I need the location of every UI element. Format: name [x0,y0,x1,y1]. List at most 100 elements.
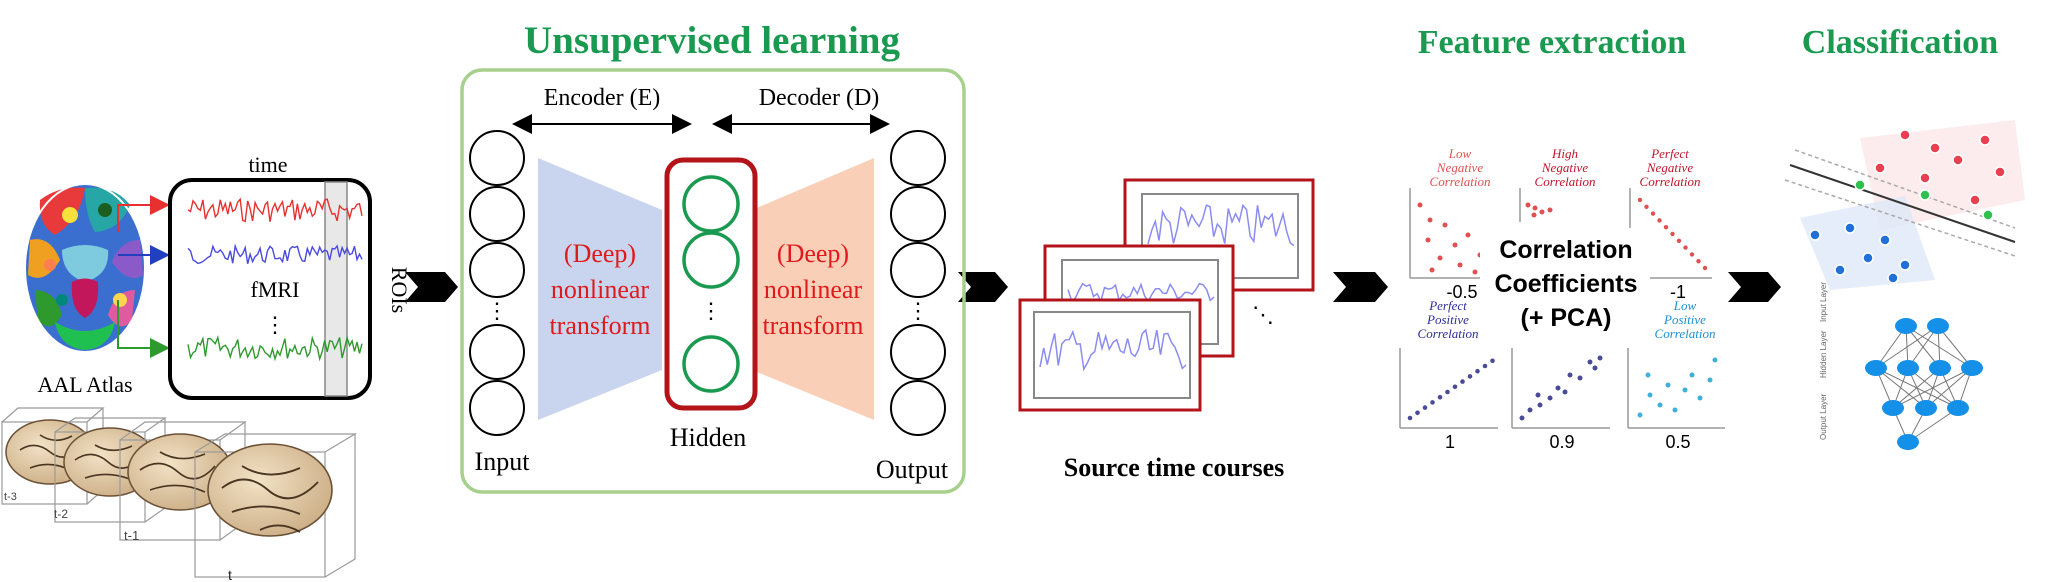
network-node [1897,434,1919,450]
source-section: ⋱ Source time courses [1018,178,1315,482]
scatter-dot [1430,400,1435,405]
network-edge [1892,367,1941,409]
output-node [890,380,946,436]
scatter-panel-high-positive: 0.9 [1511,348,1610,452]
scatter-dot [1442,222,1448,228]
svm-illustration [1784,120,2025,290]
scatter-dot [1422,405,1428,410]
center-text-line: (+ PCA) [1521,304,1612,332]
scatter-dot [1597,355,1603,361]
svg-text:High: High [1551,146,1578,161]
svg-text:Perfect: Perfect [1650,146,1689,161]
vertical-ellipsis: ⋮ [907,298,929,323]
scatter-dot [1712,357,1718,363]
output-node [890,186,946,242]
scatter-dot [1465,232,1471,238]
svm-point [1899,259,1911,271]
scatter-dot [1676,238,1682,243]
red-roi-arrow [117,195,170,232]
scatter-dot [1672,407,1678,413]
atlas-label: AAL Atlas [37,372,132,397]
scatter-dot [1537,402,1543,408]
scatter-dot [1637,197,1643,203]
encoder-text-line: transform [549,311,650,340]
scatter-dot [1415,410,1420,416]
scatter-dot [1562,389,1568,395]
svm-point [1979,134,1991,146]
horizontal-ellipsis: ⋱ [1252,302,1274,327]
scatter-dot [1657,402,1663,408]
time-course-line [1039,328,1187,372]
svm-point [1899,129,1911,141]
decoder-text-line: transform [762,311,863,340]
scatter-dot [1427,217,1433,223]
encoder-label: Encoder (E) [544,85,661,111]
scatter-dot [1482,363,1488,369]
svm-point [1994,166,2006,178]
scatter-dot [1425,237,1431,243]
scatter-dot [1670,231,1675,237]
chevron-arrow-icon [1333,272,1388,302]
network-edge [1875,325,1939,369]
neural-network-illustration: Input Layer Hidden Layer Output Layer [1819,282,1983,450]
chevron-arrow-icon [958,272,1008,302]
svm-point [1844,222,1856,234]
scatter-dot [1539,209,1545,215]
scatter-panel-perfect-negative: Perfect Negative Correlation -1 [1629,146,1712,302]
time-label: time [248,152,287,177]
scatter-dot [1525,202,1531,208]
scatter-dot [1531,212,1537,218]
output-label: Output [876,455,949,484]
fmri-label: fMRI [251,277,300,302]
output-node [890,242,946,298]
scatter-dot [1587,359,1593,365]
svg-text:1: 1 [1445,432,1455,452]
classification-section: Classification Input Layer Hidden Layer … [1784,24,2025,450]
time-course-line [1147,203,1295,247]
svm-point [1929,142,1941,154]
hidden-layer [682,175,740,393]
feature-section: Feature extraction Low Negative Correlat… [1399,24,1725,452]
scatter-dot [1437,394,1443,400]
svg-text:t-3: t-3 [4,491,17,503]
scatter-dot [1452,242,1458,248]
scatter-dot [1437,255,1443,261]
hidden-node [682,335,740,393]
svg-text:Correlation: Correlation [1430,174,1491,189]
vertical-ellipsis: ⋮ [264,312,286,337]
svm-point [1854,179,1866,191]
svg-text:0.9: 0.9 [1549,432,1574,452]
scatter-dot [1665,382,1671,388]
time-course-line [1067,282,1215,304]
network-node [1882,400,1904,416]
svg-text:Negative: Negative [1646,160,1693,175]
layer-label: Input Layer [1819,282,1828,322]
scatter-dot [1472,269,1478,275]
scatter-dot [1683,245,1688,250]
hidden-label: Hidden [670,423,747,452]
svg-text:Positive: Positive [1663,312,1706,327]
encoder-text-line: (Deep) [564,239,636,268]
center-label-background [1480,228,1650,338]
output-layer [890,130,946,436]
brain-time-series: t-3 t-2 t-1 t [1,407,358,582]
network-node [1895,318,1917,334]
scatter-dot [1460,379,1465,384]
scatter-dot [1457,262,1463,268]
scatter-dot [1532,205,1538,211]
scatter-panel-high-negative: High Negative Correlation [1519,146,1595,222]
network-node [1961,360,1983,376]
network-edge [1907,407,1959,443]
scatter-dot [1445,389,1450,395]
svm-point [1879,234,1891,246]
autoencoder-box [460,68,966,494]
center-text-line: Coefficients [1494,270,1637,298]
brain-volume-t: t [194,433,358,582]
svg-text:Low: Low [1673,298,1697,313]
scatter-dot [1697,395,1703,401]
scatter-dot [1555,385,1561,391]
red-signal-line [187,197,363,223]
scatter-dot [1407,415,1413,421]
scatter-dot [1647,392,1653,398]
network-node [1947,400,1969,416]
